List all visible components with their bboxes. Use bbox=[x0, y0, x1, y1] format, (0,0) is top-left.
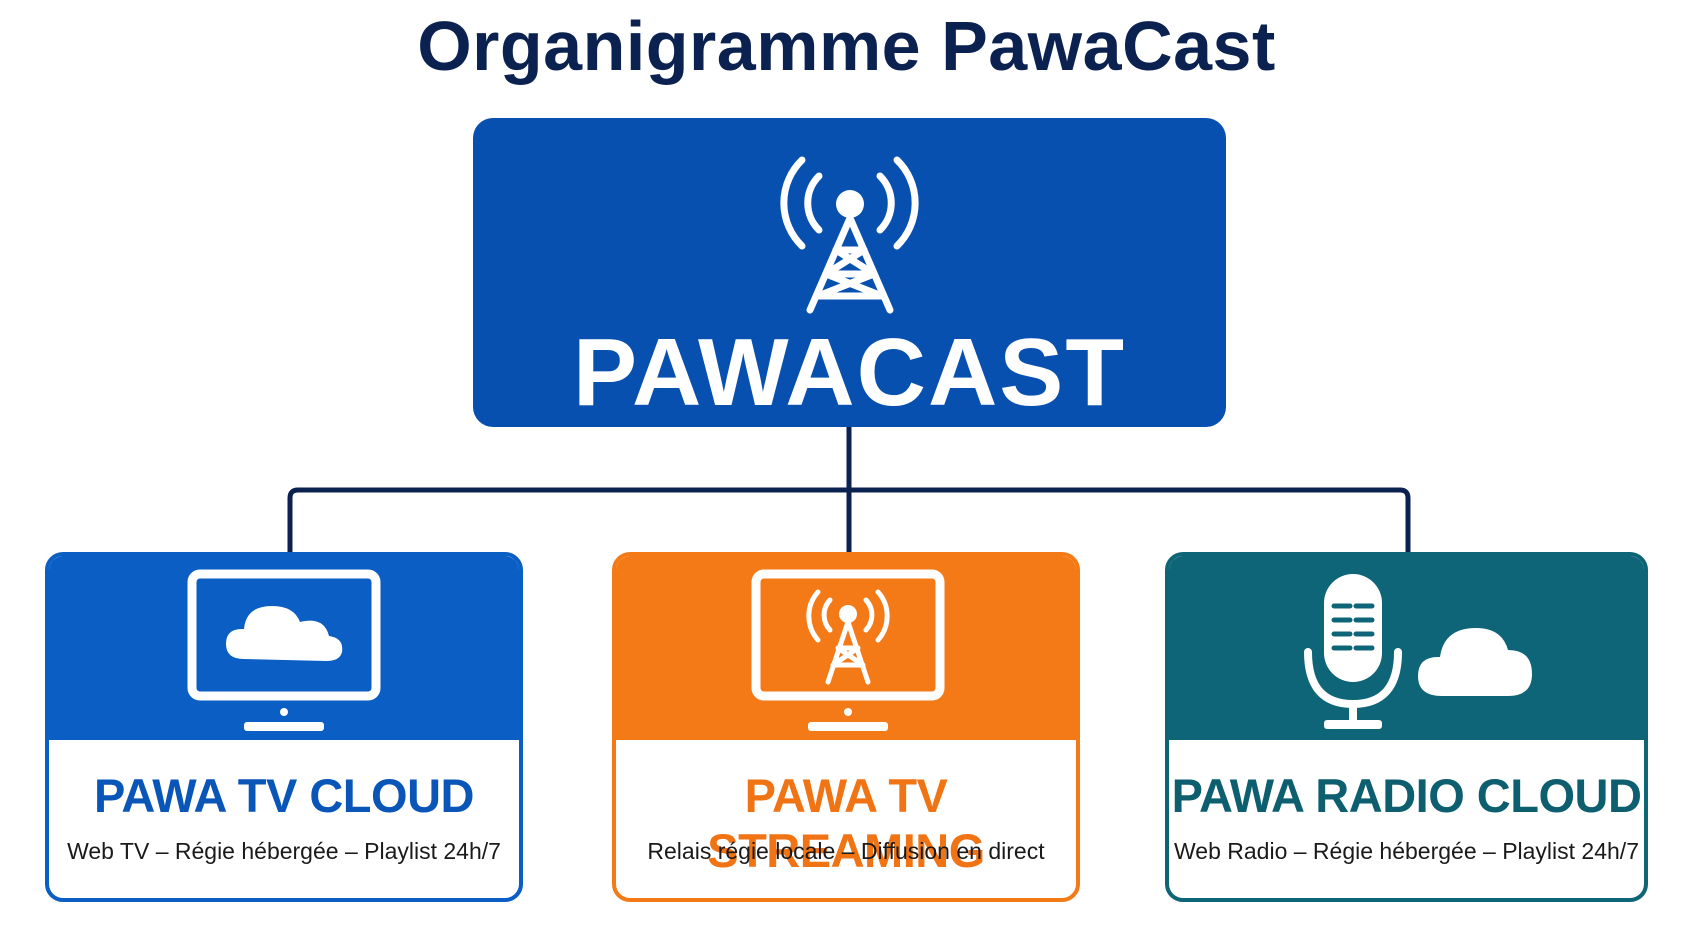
card-title: PAWA TV STREAMING bbox=[707, 769, 985, 877]
card-tv-cloud: PAWA TV CLOUD Web TV – Régie hébergée – … bbox=[45, 552, 523, 902]
microphone-cloud-icon bbox=[1304, 574, 1532, 729]
root-title: PAWACAST bbox=[573, 319, 1126, 426]
broadcast-tower-icon bbox=[780, 156, 919, 314]
card-tv-cloud-header bbox=[49, 556, 519, 740]
card-subtitle: Web Radio – Régie hébergée – Playlist 24… bbox=[1174, 838, 1639, 864]
card-title: PAWA RADIO CLOUD bbox=[1171, 769, 1642, 822]
root-node: PAWACAST bbox=[473, 118, 1226, 427]
connector-horizontal bbox=[287, 487, 1411, 555]
card-tv-streaming: PAWA TV STREAMING Relais régie locale – … bbox=[612, 552, 1080, 902]
card-tv-streaming-header bbox=[616, 556, 1076, 740]
card-radio-cloud-header bbox=[1169, 556, 1644, 740]
card-subtitle: Web TV – Régie hébergée – Playlist 24h/7 bbox=[67, 838, 501, 864]
monitor-tower-icon bbox=[751, 569, 945, 731]
monitor-cloud-icon bbox=[187, 569, 381, 731]
card-title: PAWA TV CLOUD bbox=[94, 769, 474, 822]
page-title: Organigramme PawaCast bbox=[417, 7, 1276, 85]
card-radio-cloud: PAWA RADIO CLOUD Web Radio – Régie héber… bbox=[1165, 552, 1648, 902]
card-subtitle: Relais régie locale – Diffusion en direc… bbox=[647, 838, 1045, 864]
